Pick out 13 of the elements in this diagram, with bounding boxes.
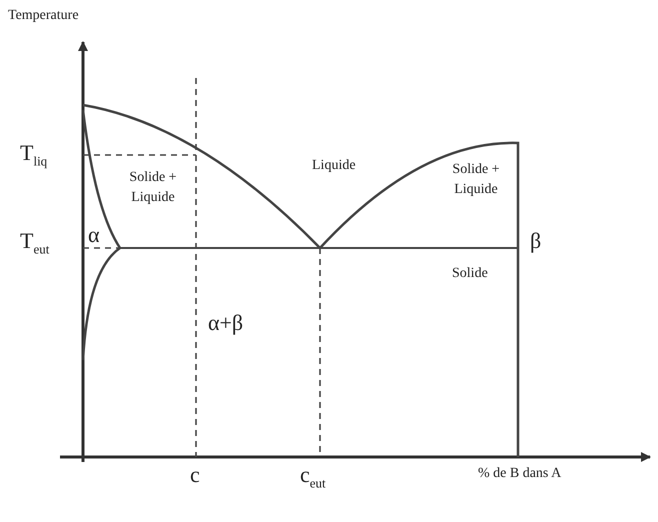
phase-label: α+β: [208, 310, 244, 336]
temperature-label: T$_{liq}$: [20, 140, 48, 170]
region-label: Liquide: [312, 158, 356, 174]
region-label: Solide + Liquide: [451, 161, 501, 200]
temperature-label: T$_{eut}$: [20, 228, 50, 258]
axis-tick-label: c$_{eut}$: [300, 462, 326, 492]
region-label: Solide + Liquide: [128, 169, 178, 208]
region-label: Solide: [452, 266, 488, 282]
phase-label: α: [88, 222, 100, 248]
axis-title: Temperature: [8, 8, 79, 24]
axis-tick-label: c: [190, 462, 200, 488]
axis-title: % de B dans A: [478, 466, 562, 482]
phase-label: β: [530, 228, 542, 254]
